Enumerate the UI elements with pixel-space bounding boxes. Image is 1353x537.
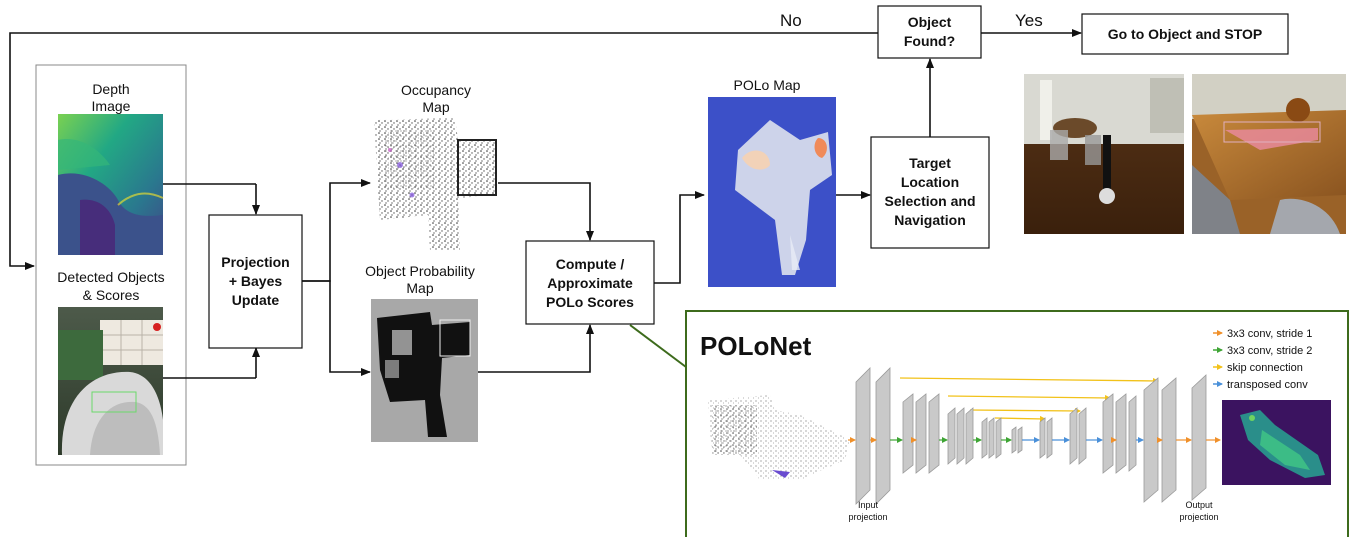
projection-update-box: Projection + Bayes Update bbox=[208, 214, 303, 349]
object-found-line1: Object bbox=[908, 14, 952, 30]
input-projection-line2: projection bbox=[848, 512, 887, 522]
legend-label-conv-s1: 3x3 conv, stride 1 bbox=[1227, 328, 1312, 340]
projection-update-line2: + Bayes bbox=[229, 273, 283, 289]
input-projection-image bbox=[708, 395, 850, 480]
goto-stop-label: Go to Object and STOP bbox=[1108, 26, 1263, 42]
skip-connections bbox=[899, 377, 1159, 422]
probability-to-polo-arrow bbox=[478, 324, 594, 373]
polo-to-map-arrow bbox=[654, 191, 705, 284]
update-to-probability-arrow bbox=[302, 280, 371, 376]
object-found-line2: Found? bbox=[904, 33, 955, 49]
polonet-legend: 3x3 conv, stride 1 3x3 conv, stride 2 sk… bbox=[1213, 328, 1312, 391]
target-selection-line4: Navigation bbox=[894, 212, 966, 228]
occupancy-to-polo-arrow bbox=[498, 182, 594, 241]
detected-objects-line1: Detected Objects bbox=[57, 269, 164, 285]
output-projection-line1: Output bbox=[1185, 500, 1213, 510]
no-label: No bbox=[780, 11, 802, 30]
output-projection-image bbox=[1222, 400, 1331, 485]
compute-polo-line2: Approximate bbox=[547, 275, 633, 291]
depth-image-line1: Depth bbox=[92, 81, 129, 97]
occupancy-map-image bbox=[374, 118, 497, 250]
object-found-box: Object Found? bbox=[877, 5, 982, 59]
legend-label-skip: skip connection bbox=[1227, 362, 1303, 374]
target-selection-line3: Selection and bbox=[884, 193, 975, 209]
goto-stop-box: Go to Object and STOP bbox=[1081, 13, 1289, 55]
robot-scene-image bbox=[1024, 74, 1184, 234]
legend-label-conv-s2: 3x3 conv, stride 2 bbox=[1227, 345, 1312, 357]
target-selection-line2: Location bbox=[901, 174, 959, 190]
depth-image bbox=[58, 114, 164, 255]
detected-objects-line2: & Scores bbox=[83, 287, 140, 303]
object-probability-map-image bbox=[371, 299, 478, 442]
legend-label-transposed: transposed conv bbox=[1227, 379, 1308, 391]
polonet-title: POLoNet bbox=[700, 331, 812, 361]
input-projection-line1: Input bbox=[858, 500, 879, 510]
compute-polo-line3: POLo Scores bbox=[546, 294, 634, 310]
probability-map-line2: Map bbox=[406, 280, 433, 296]
polo-map-image bbox=[708, 97, 836, 287]
polo-map-title: POLo Map bbox=[734, 77, 801, 93]
occupancy-map-line2: Map bbox=[422, 99, 449, 115]
no-loop-arrow bbox=[9, 32, 878, 270]
depth-image-line2: Image bbox=[92, 98, 131, 114]
compute-polo-box: Compute / Approximate POLo Scores bbox=[525, 240, 655, 325]
yes-label: Yes bbox=[1015, 11, 1043, 30]
target-selection-line1: Target bbox=[909, 155, 951, 171]
target-selection-box: Target Location Selection and Navigation bbox=[870, 136, 990, 249]
output-projection-line2: projection bbox=[1179, 512, 1218, 522]
compute-polo-line1: Compute / bbox=[556, 256, 625, 272]
projection-update-line3: Update bbox=[232, 292, 280, 308]
detection-scene-image bbox=[1192, 74, 1346, 234]
network-layers bbox=[855, 367, 1207, 505]
probability-map-line1: Object Probability bbox=[365, 263, 475, 279]
polonet-callout-line bbox=[629, 324, 687, 368]
polonet-panel: POLoNet 3x3 conv, stride 1 3x3 conv, str… bbox=[685, 310, 1349, 537]
occupancy-map-line1: Occupancy bbox=[401, 82, 471, 98]
projection-update-line1: Projection bbox=[221, 254, 289, 270]
update-to-occupancy-arrow bbox=[302, 179, 371, 282]
detected-objects-image bbox=[58, 307, 164, 455]
